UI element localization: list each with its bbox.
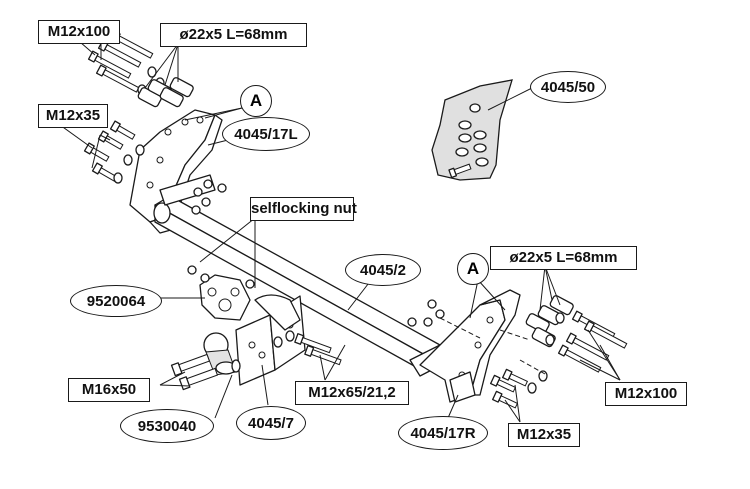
label-selflocking-nut: selflocking nut <box>250 197 357 221</box>
label-towball-9530040: 9530040 <box>120 409 214 443</box>
bolts-m12x65 <box>273 330 342 366</box>
bolts-m12x100-right <box>545 310 628 373</box>
assembly-lines <box>439 317 546 375</box>
leader-lines <box>59 41 621 423</box>
bolts-m12x35-left <box>83 120 145 184</box>
label-bracket-4045-17r: 4045/17R <box>398 416 488 450</box>
neck-4045-7 <box>235 294 306 386</box>
spacer-tubes-left <box>137 77 194 108</box>
label-m12x35-left: M12x35 <box>38 104 108 128</box>
label-socket-plate-9520064: 9520064 <box>70 285 162 317</box>
nuts-crossbar-top <box>191 179 227 215</box>
label-spacer-left: ø22x5 L=68mm <box>160 23 307 47</box>
label-spacer-right: ø22x5 L=68mm <box>490 246 637 270</box>
bolts-m12x35-right <box>490 368 548 409</box>
label-bracket-4045-17l: 4045/17L <box>222 117 310 151</box>
towball-9530040 <box>203 332 237 376</box>
nuts-right <box>407 299 445 327</box>
label-m12x65: M12x65/21,2 <box>295 381 409 405</box>
hardware-bag-4045-50 <box>431 79 513 181</box>
label-m16x50: M16x50 <box>68 378 150 402</box>
label-neck-4045-7: 4045/7 <box>236 406 306 440</box>
bracket-4045-17r <box>419 289 521 403</box>
label-m12x100-right: M12x100 <box>605 382 687 406</box>
label-crossbar-4045-2: 4045/2 <box>345 254 421 286</box>
label-m12x100-left: M12x100 <box>38 20 120 44</box>
label-bag-4045-50: 4045/50 <box>530 71 606 103</box>
label-m12x35-right: M12x35 <box>508 423 580 447</box>
marker-a-right: A <box>457 253 489 285</box>
marker-a-left: A <box>240 85 272 117</box>
bolts-m16x50 <box>170 353 241 391</box>
socket-plate-9520064 <box>187 265 255 321</box>
